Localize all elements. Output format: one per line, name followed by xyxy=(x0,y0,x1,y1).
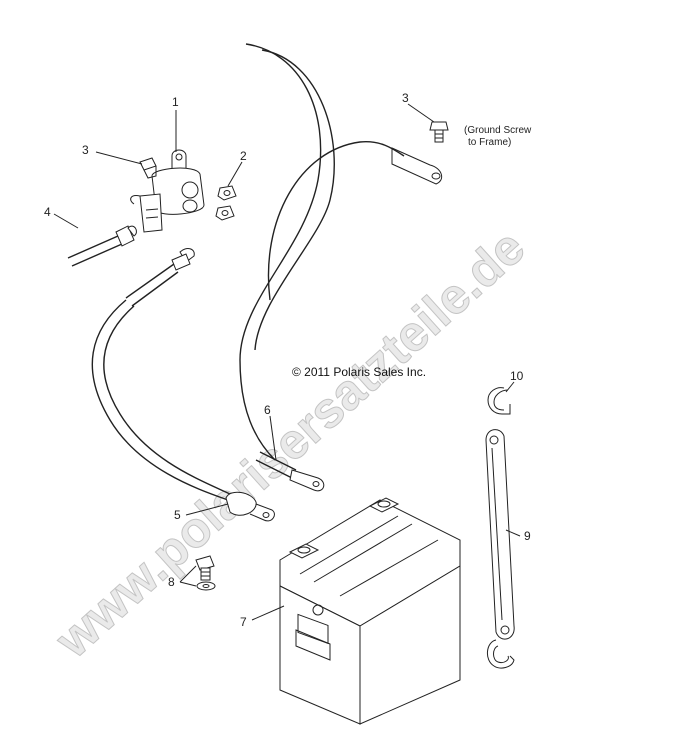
callout-6: 6 xyxy=(264,403,271,417)
battery xyxy=(279,497,461,725)
ground-screw-note-line2: to Frame) xyxy=(468,137,511,148)
battery-terminal-cap xyxy=(225,491,275,522)
callout-10: 10 xyxy=(510,369,524,383)
leader-lines xyxy=(53,103,521,621)
strap-clip-bottom xyxy=(487,639,515,669)
callout-8: 8 xyxy=(168,575,175,589)
ground-screw xyxy=(429,121,449,143)
callout-3-left: 3 xyxy=(82,143,89,157)
callout-2: 2 xyxy=(240,149,247,163)
positive-cable xyxy=(91,248,231,501)
callout-9: 9 xyxy=(524,529,531,543)
callout-7: 7 xyxy=(240,615,247,629)
ground-terminal xyxy=(391,147,443,185)
strap-clip-top xyxy=(487,387,511,415)
copyright-text: © 2011 Polaris Sales Inc. xyxy=(292,365,426,379)
hold-down-strap xyxy=(485,429,515,640)
terminal-nuts xyxy=(215,185,237,221)
cable-part-6-terminal xyxy=(255,451,325,492)
callout-3-right: 3 xyxy=(402,91,409,105)
ground-cable xyxy=(239,43,405,461)
ground-screw-note-line1: (Ground Screw xyxy=(464,125,532,136)
solenoid-bolt xyxy=(139,157,157,179)
cable-part-4 xyxy=(67,225,137,267)
callout-5: 5 xyxy=(174,508,181,522)
callout-4: 4 xyxy=(44,205,51,219)
solenoid xyxy=(130,149,205,233)
terminal-screw-washer xyxy=(195,555,216,591)
callout-1: 1 xyxy=(172,95,179,109)
